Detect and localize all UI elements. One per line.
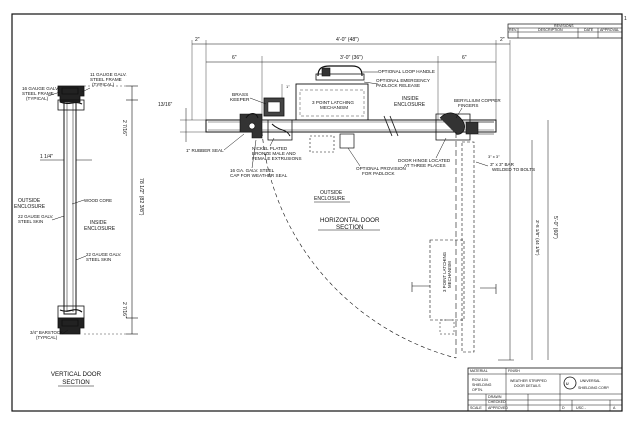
vertical-door-slab bbox=[63, 99, 77, 315]
tb-size: D bbox=[562, 406, 565, 410]
tb-rev: A bbox=[613, 406, 616, 410]
tb-finish: FINISH bbox=[508, 369, 520, 373]
company-logo bbox=[563, 376, 577, 390]
label-16ga-frame: 16 GAUGE GALV.STEEL FRAME(TYPICAL) bbox=[22, 86, 59, 101]
tb-drawn: DRAWN bbox=[488, 395, 502, 399]
dim-overall: 4'-0" (48") bbox=[336, 37, 359, 43]
rev-col-desc: DESCRIPTION bbox=[538, 28, 563, 32]
dim-vertical-a: 3'-8 1/8" (44 1/8") bbox=[535, 220, 540, 256]
rev-col-date: DATE bbox=[584, 28, 594, 32]
label-11ga-frame: 11 GAUGE GALV.STEEL FRAME(TYPICAL) bbox=[90, 72, 127, 87]
revision-block: REVISIONS REV. DESCRIPTION DATE APPROVAL bbox=[507, 23, 623, 39]
label-22ga-skin: 22 GAUGE GALV.STEEL SKIN bbox=[18, 214, 53, 224]
door-leaf-horizontal bbox=[205, 119, 497, 133]
vertical-dim-bottom: 2 7/16" bbox=[121, 302, 127, 318]
label-elevation-latch: 3 POINT LATCHINGMECHANISM bbox=[442, 251, 452, 292]
label-22ga-skin-2: 22 GAUGE GALV.STEEL SKIN bbox=[86, 252, 121, 262]
rev-col-rev: REV. bbox=[509, 28, 517, 32]
tb-drawing-sub1: SHIELDING bbox=[472, 383, 492, 387]
dim-right-margin: 2" bbox=[500, 37, 505, 43]
tb-checked: CHECKED bbox=[488, 400, 506, 404]
vertical-top-frame bbox=[57, 85, 85, 103]
label-barstock: 3/4" BARSTOCK(TYPICAL) bbox=[30, 330, 63, 340]
dim-inner: 3'-0" (36") bbox=[340, 55, 363, 61]
door-elevation bbox=[461, 141, 475, 353]
vertical-dim-side: 1 1/4" bbox=[40, 154, 53, 160]
tb-title-line2: DOOR DETAILS bbox=[514, 384, 541, 388]
padlock-provision bbox=[339, 133, 355, 149]
tb-scale: SCALE bbox=[470, 406, 482, 410]
dim-overall-vertical: 5'-0" (60") bbox=[552, 216, 558, 239]
dim-left-inner: 6" bbox=[232, 55, 237, 61]
revision-title: REVISIONS bbox=[554, 24, 574, 28]
dim-left-margin: 2" bbox=[195, 37, 200, 43]
tb-drawing-sub2: OPTN. bbox=[472, 388, 483, 392]
rev-col-approval: APPROVAL bbox=[600, 28, 619, 32]
tb-approved: APPROVED bbox=[488, 406, 508, 410]
dim-thickness-small: 1" bbox=[286, 84, 290, 89]
dim-right-inner: 6" bbox=[462, 55, 467, 61]
title-block: MATERIAL FINISH RCW-104 SHIELDING OPTN. … bbox=[467, 367, 623, 412]
page-marker: 1 bbox=[624, 16, 627, 22]
sheet-border bbox=[11, 13, 623, 412]
dim-thickness: 13/16" bbox=[158, 102, 173, 108]
tb-title-line1: WEATHER STRIPPED bbox=[510, 379, 547, 383]
tb-material: MATERIAL bbox=[470, 369, 488, 373]
horizontal-door-section: 2" 4'-0" (48") 2" 6" 3'-0" (36") 6" OPTI… bbox=[158, 37, 558, 361]
tb-drawing-number: RCW-104 bbox=[472, 378, 488, 382]
vertical-dim-top: 2 7/16" bbox=[121, 120, 127, 136]
loop-handle bbox=[317, 65, 363, 77]
vertical-bottom-frame bbox=[57, 317, 85, 335]
tb-company-line1: UNIVERSAL bbox=[580, 379, 600, 383]
label-loop-handle: OPTIONAL LOOP HANDLE bbox=[378, 69, 435, 74]
door-swing-arc bbox=[261, 131, 457, 359]
svg-text:U: U bbox=[566, 382, 569, 386]
dim-bolt: 3" x 3" bbox=[488, 154, 500, 159]
tb-company-line2: SHIELDING CORP. bbox=[578, 386, 609, 390]
vertical-dim-middle: 78 1/2" (82 3/8") bbox=[138, 178, 144, 216]
label-wood-core: WOOD CORE bbox=[84, 198, 112, 203]
vertical-door-section: 2 7/16" 78 1/2" (82 3/8") 2 7/16" 1 1/4"… bbox=[14, 72, 144, 387]
tb-dwg-no: USC - bbox=[576, 406, 587, 410]
label-rubber-seal: 1" RUBBER SEAL bbox=[186, 148, 224, 153]
